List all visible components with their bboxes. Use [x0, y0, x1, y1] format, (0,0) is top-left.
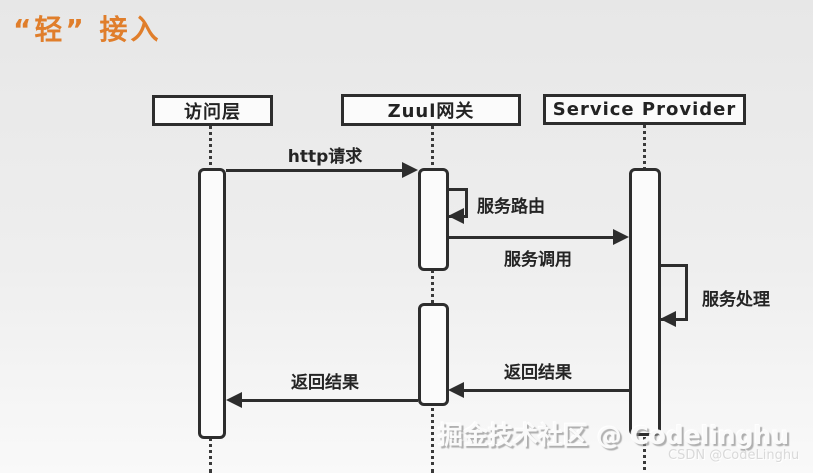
watermark-sub: CSDN @CodeLinghu	[668, 448, 800, 463]
message-label: 返回结果	[504, 363, 572, 383]
message-line	[462, 389, 629, 392]
arrowhead-left	[448, 382, 464, 398]
actor-box-provider: Service Provider	[543, 94, 746, 125]
actor-label-access: 访问层	[184, 101, 241, 123]
arrowhead-left	[448, 208, 464, 224]
message-label: 服务调用	[504, 250, 572, 270]
arrowhead-right	[613, 229, 629, 245]
activation-bar-access	[198, 168, 226, 439]
watermark-main: 掘金技术社区 @ Codelinghu	[438, 421, 790, 450]
actor-box-access: 访问层	[152, 95, 273, 126]
actor-box-zuul: Zuul网关	[341, 94, 521, 126]
message-line	[226, 169, 403, 172]
message-label: 服务路由	[477, 197, 545, 217]
actor-label-zuul: Zuul网关	[387, 101, 475, 122]
activation-bar-zuul-2	[418, 303, 449, 406]
activation-bar-provider	[629, 168, 661, 436]
page-title: “轻” 接入	[13, 13, 162, 46]
arrowhead-left	[226, 392, 242, 408]
activation-bar-zuul-1	[418, 168, 449, 271]
message-line	[240, 399, 418, 402]
lifeline-zuul	[431, 125, 434, 473]
arrowhead-right	[402, 162, 418, 178]
message-label: 服务处理	[702, 290, 770, 310]
message-line	[448, 236, 614, 239]
message-label: 返回结果	[291, 373, 359, 393]
arrowhead-left	[660, 311, 676, 327]
message-label: http请求	[287, 147, 363, 167]
actor-label-provider: Service Provider	[552, 99, 737, 120]
